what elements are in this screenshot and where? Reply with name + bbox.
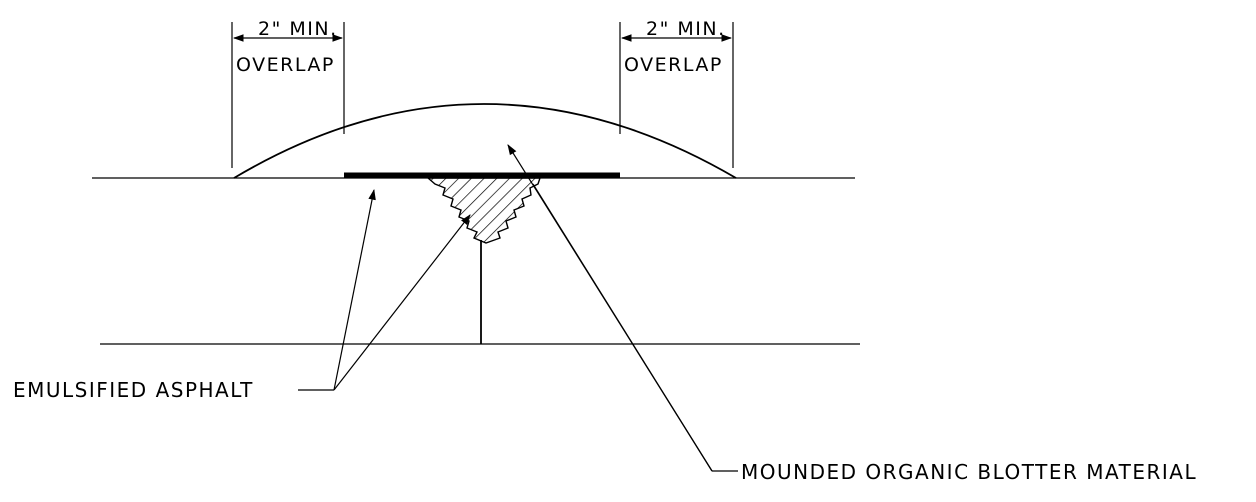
left-dimension-label: 2" MIN.	[258, 18, 338, 40]
blotter-mound-outline	[233, 103, 737, 179]
emulsified-asphalt-label: EMULSIFIED ASPHALT	[13, 378, 254, 402]
right-dimension-label: 2" MIN.	[646, 18, 726, 40]
blotter-material-label: MOUNDED ORGANIC BLOTTER MATERIAL	[741, 460, 1197, 484]
blotter-leader-arrow	[507, 144, 713, 472]
asphalt-leader-arrow-crack	[333, 214, 471, 391]
crack-sealant-fill	[426, 177, 541, 244]
left-overlap-label: OVERLAP	[236, 54, 335, 76]
right-overlap-label: OVERLAP	[624, 54, 723, 76]
asphalt-leader-arrow-band	[333, 188, 376, 391]
